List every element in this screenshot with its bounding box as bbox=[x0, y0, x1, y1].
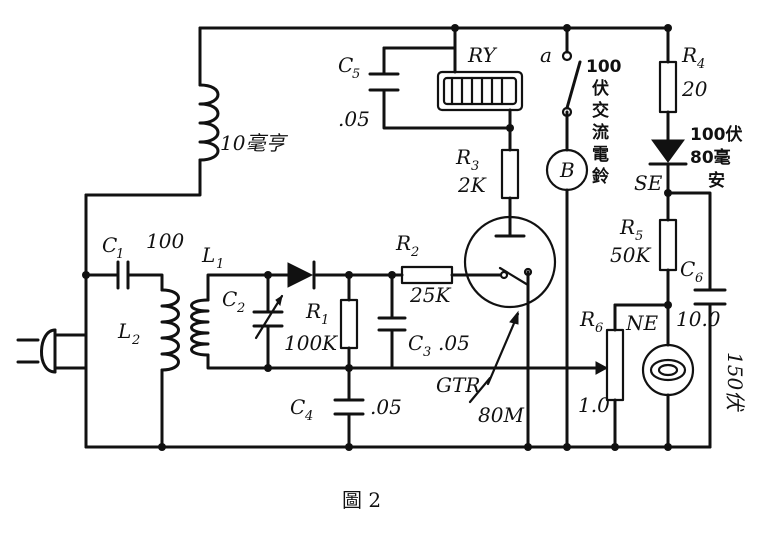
label-bell: B bbox=[559, 158, 575, 182]
label-bell-rating-4: 流 bbox=[592, 122, 609, 143]
label-l1-sub: 1 bbox=[216, 257, 224, 272]
label-r2-sub: 2 bbox=[410, 245, 419, 260]
resistor-r3 bbox=[500, 148, 520, 200]
label-r4-value: 20 bbox=[681, 77, 708, 101]
label-bell-rating-1: 100 bbox=[586, 57, 622, 77]
label-se-rating-2: 80毫 bbox=[690, 147, 731, 168]
capacitor-c6 bbox=[693, 288, 727, 306]
label-neon: NE bbox=[625, 311, 659, 335]
label-relay: RY bbox=[467, 43, 497, 67]
neon-lamp bbox=[641, 343, 695, 397]
rectifier-se bbox=[648, 139, 688, 166]
label-c6-rating: 150伏 bbox=[723, 352, 747, 412]
label-l1-letter: L bbox=[201, 243, 215, 267]
label-c2-sub: 2 bbox=[236, 301, 245, 316]
variable-capacitor-c2 bbox=[252, 294, 284, 340]
label-r3-letter: R bbox=[455, 145, 471, 169]
label-r5-sub: 5 bbox=[635, 229, 643, 244]
label-r5-letter: R bbox=[619, 215, 635, 239]
label-r6-sub: 6 bbox=[595, 321, 603, 336]
choke-coil bbox=[198, 83, 220, 162]
bell bbox=[545, 148, 589, 192]
label-bell-rating-5: 電 bbox=[592, 145, 609, 165]
label-c4-sub: 4 bbox=[304, 409, 313, 424]
label-r6-letter: R bbox=[579, 307, 595, 331]
capacitor-c1 bbox=[116, 260, 130, 290]
label-bell-rating-3: 交 bbox=[592, 100, 609, 121]
relay-ry bbox=[436, 70, 524, 112]
wiring bbox=[53, 26, 712, 449]
coil-l1 bbox=[190, 298, 210, 357]
tube-gtr bbox=[463, 215, 557, 386]
label-switch: a bbox=[540, 43, 552, 67]
label-l2-sub: 2 bbox=[131, 333, 140, 348]
coil-l2 bbox=[160, 288, 180, 372]
label-r1-value: 100K bbox=[284, 331, 338, 355]
label-se-rating-1: 100伏 bbox=[690, 124, 743, 145]
label-r1-sub: 1 bbox=[321, 313, 329, 328]
label-c5-letter: C bbox=[338, 53, 353, 77]
label-c1-letter: C bbox=[102, 233, 117, 257]
capacitor-c4 bbox=[333, 398, 365, 416]
potentiometer-r6 bbox=[206, 328, 625, 402]
label-r6-value: 1.0 bbox=[578, 393, 610, 417]
label-se: SE bbox=[634, 171, 663, 195]
label-r3-sub: 3 bbox=[471, 159, 479, 174]
label-r5-value: 50K bbox=[610, 243, 651, 267]
label-r4-sub: 4 bbox=[696, 57, 705, 72]
label-se-rating-3: 安 bbox=[708, 170, 725, 191]
resistor-r5 bbox=[658, 218, 678, 272]
label-bell-rating-6: 鈴 bbox=[592, 166, 610, 187]
label-c1-sub: 1 bbox=[116, 247, 124, 262]
capacitor-c5 bbox=[368, 72, 400, 92]
resistor-r4 bbox=[658, 60, 678, 114]
label-l2-letter: L bbox=[117, 319, 131, 343]
label-c4-letter: C bbox=[290, 395, 305, 419]
label-c4-value: .05 bbox=[370, 395, 402, 419]
resistor-r2 bbox=[400, 265, 454, 285]
capacitor-c3 bbox=[377, 316, 407, 332]
label-c6-value: 10.0 bbox=[676, 307, 721, 331]
label-r2-value: 25K bbox=[409, 283, 451, 307]
label-choke-value: 10毫亨 bbox=[220, 131, 288, 155]
label-c6-sub: 6 bbox=[695, 271, 703, 286]
diode bbox=[287, 260, 316, 290]
label-bell-rating-2: 伏 bbox=[592, 78, 609, 99]
label-c5-value: .05 bbox=[338, 107, 370, 131]
label-r1-letter: R bbox=[305, 299, 321, 323]
resistor-r1 bbox=[339, 298, 359, 350]
label-c1-value: 100 bbox=[146, 229, 184, 253]
label-c2-letter: C bbox=[222, 287, 237, 311]
label-c6-letter: C bbox=[680, 257, 695, 281]
tube-label-slash bbox=[468, 376, 492, 404]
label-r3-value: 2K bbox=[457, 173, 487, 197]
switch-a bbox=[561, 50, 582, 118]
label-c3-value: .05 bbox=[438, 331, 470, 355]
label-c3-sub: 3 bbox=[423, 345, 431, 360]
label-tube-2: 80M bbox=[478, 403, 524, 427]
label-r4-letter: R bbox=[681, 43, 697, 67]
junction-dots bbox=[82, 24, 672, 451]
label-r2-letter: R bbox=[395, 231, 411, 255]
power-plug bbox=[16, 328, 57, 374]
label-c5-sub: 5 bbox=[352, 67, 360, 82]
label-c3-letter: C bbox=[408, 331, 423, 355]
figure-caption: 圖 2 bbox=[342, 488, 381, 512]
label-tube-1: GTR bbox=[436, 373, 480, 397]
